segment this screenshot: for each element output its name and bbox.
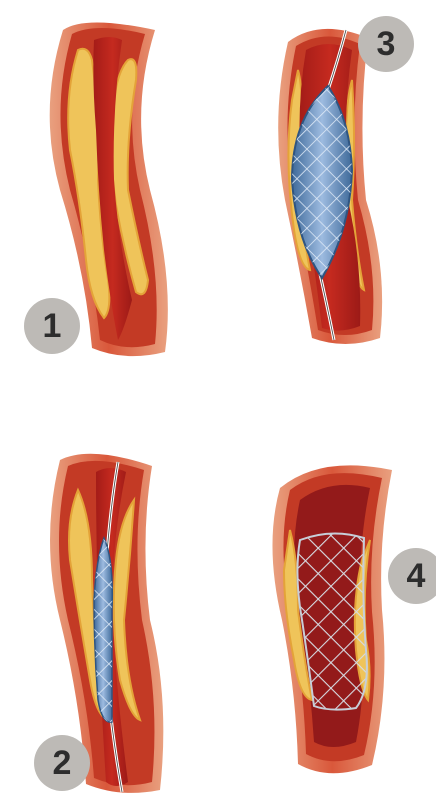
step-badge-4: 4 [388,548,436,604]
artery-panel-3 [278,29,382,344]
step-badge-3: 3 [358,16,414,72]
artery-panel-4 [272,465,392,773]
step-badge-1: 1 [24,298,80,354]
step-badge-2: 2 [34,735,90,791]
